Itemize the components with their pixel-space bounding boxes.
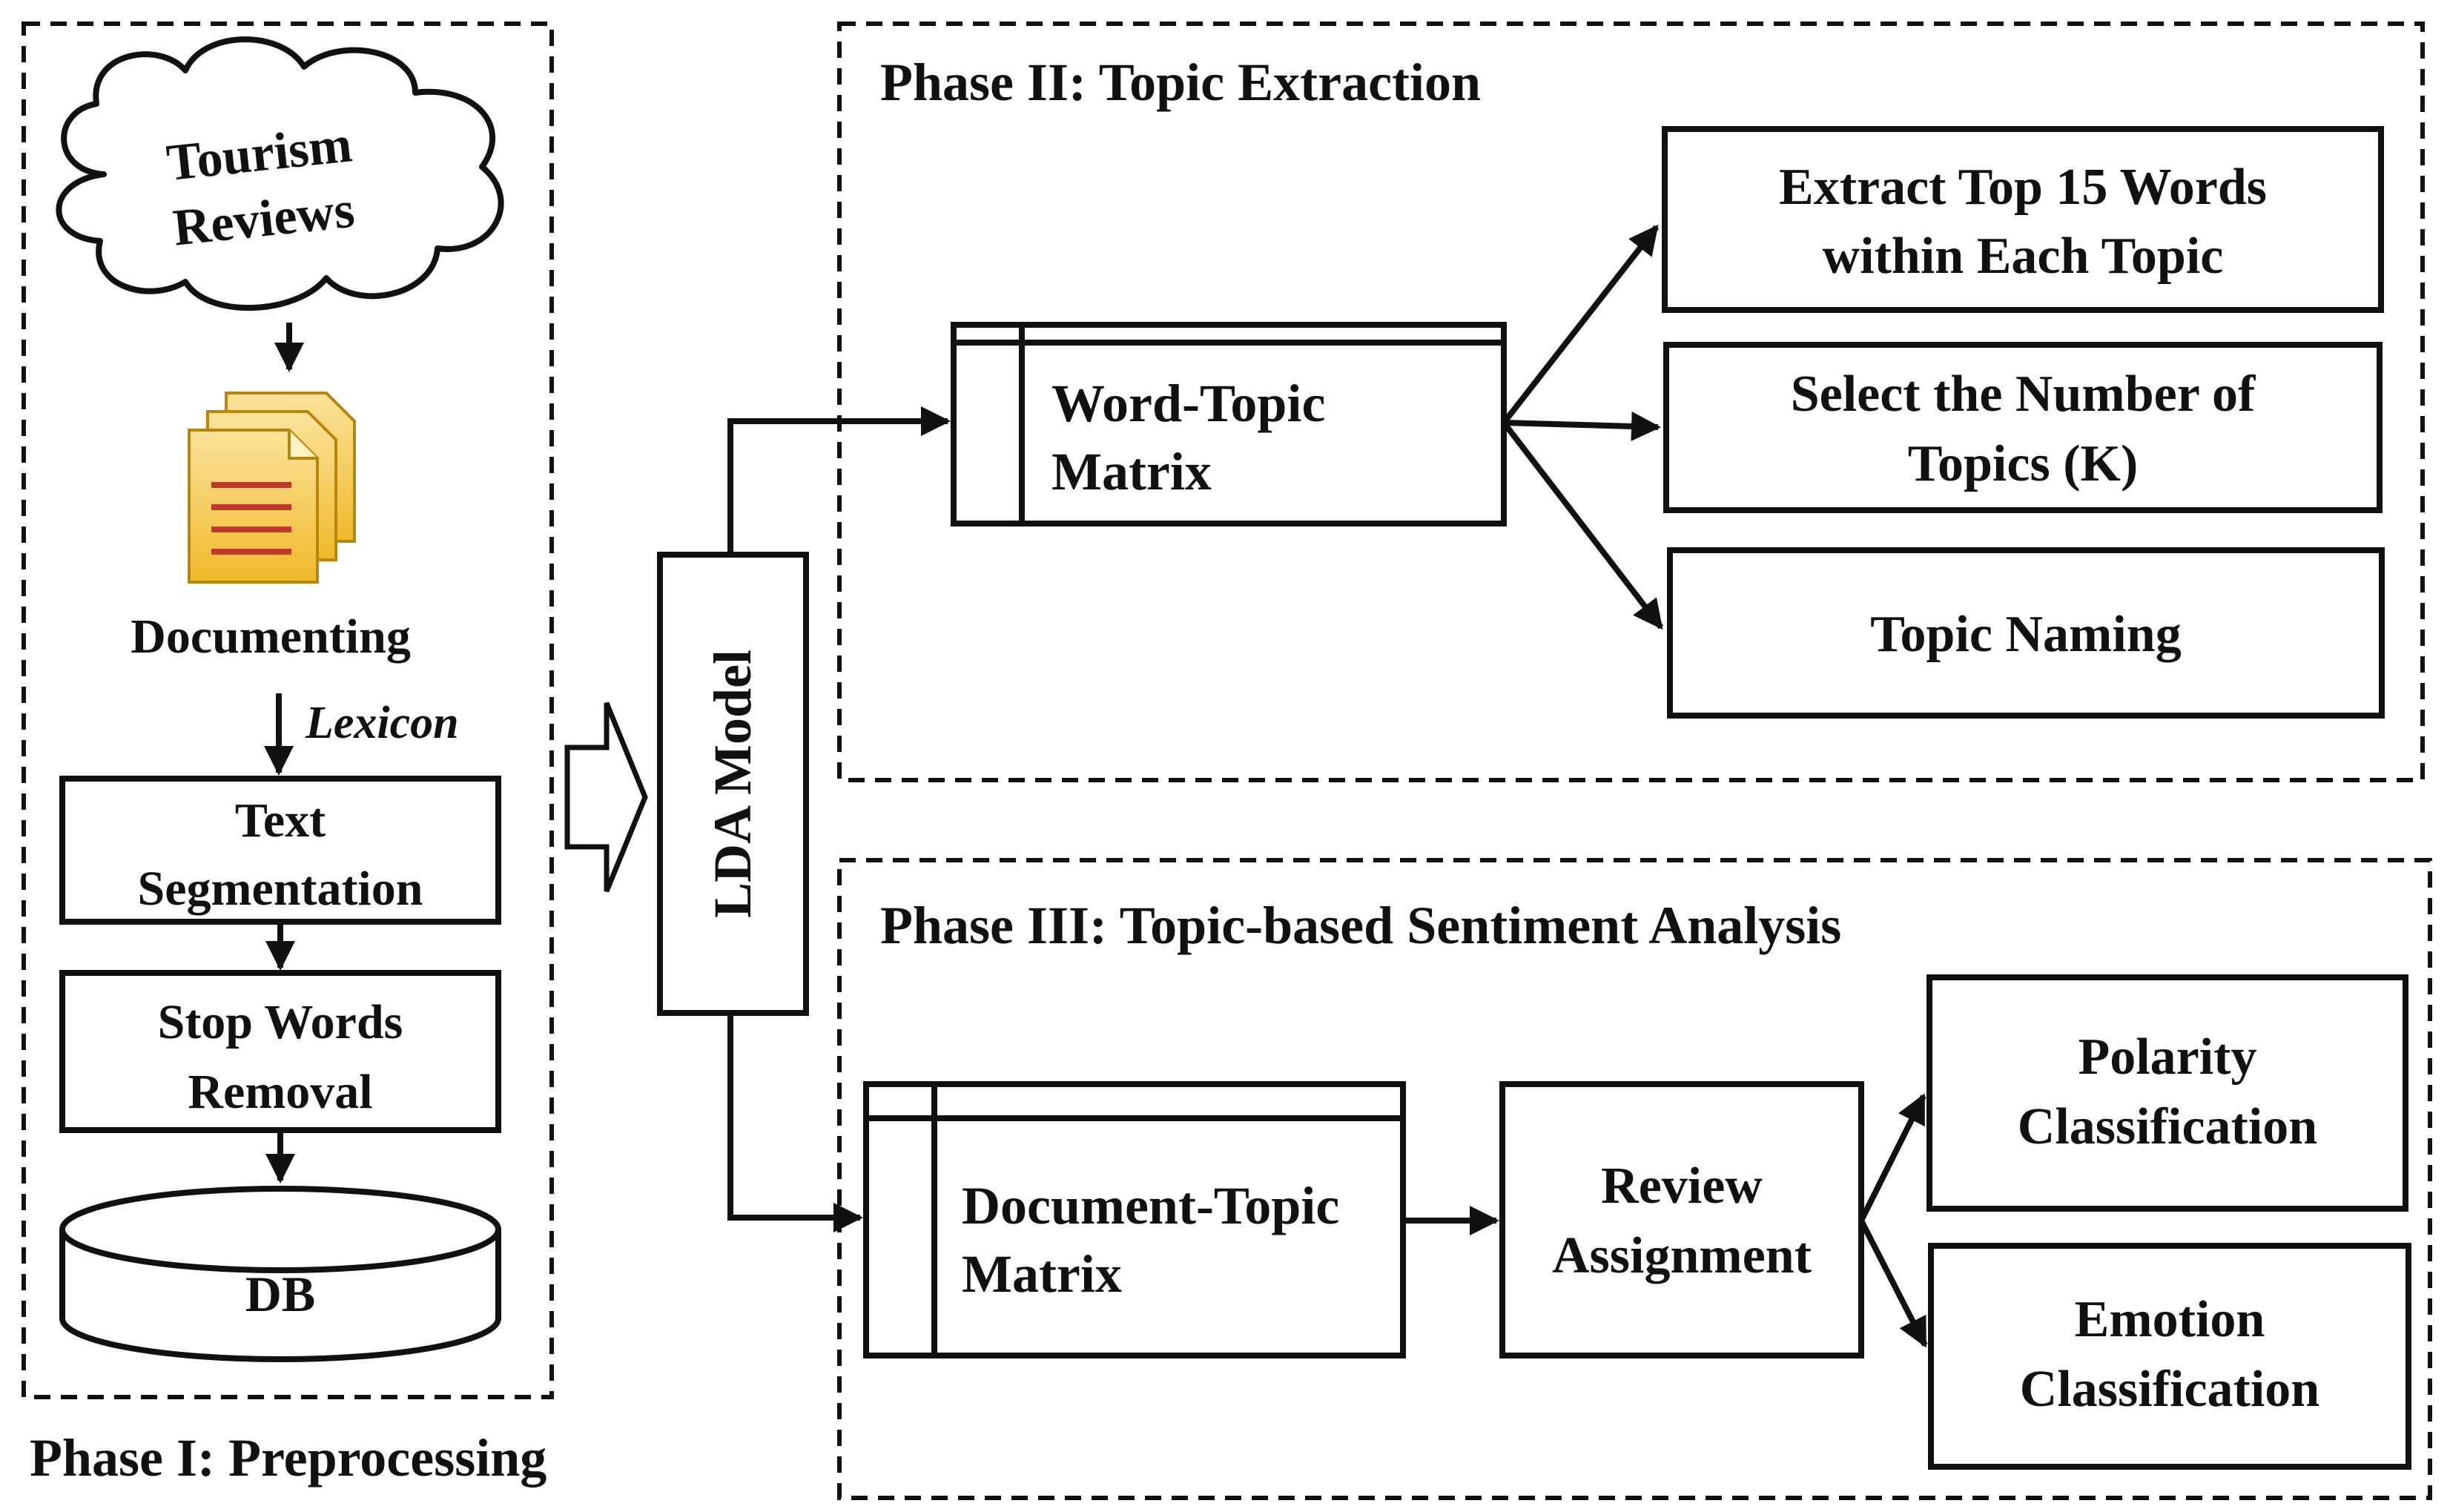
- db-label: DB: [245, 1266, 315, 1322]
- arrow-to-select: [1503, 411, 1661, 441]
- word-topic-line2: Matrix: [1051, 442, 1212, 501]
- stop-words-removal-box: [59, 970, 501, 1133]
- cloud-shape-icon: [56, 36, 504, 311]
- extract-top-words-box: [1662, 126, 2384, 313]
- phase2-title: Phase II: Topic Extraction: [880, 53, 1481, 112]
- phase1-container: [22, 22, 554, 1399]
- document-topic-line1: Document-Topic: [962, 1176, 1339, 1235]
- review-assignment-box: [1499, 1081, 1864, 1359]
- arrow-to-polarity: [1858, 1093, 1926, 1222]
- text-segmentation-box: [59, 776, 501, 925]
- phase2-container: [837, 22, 2425, 782]
- word-topic-line1: Word-Topic: [1051, 374, 1325, 433]
- stop-words-line1: Stop Words: [158, 995, 403, 1049]
- emotion-line2: Classification: [2020, 1361, 2319, 1418]
- review-line2: Assignment: [1552, 1227, 1812, 1284]
- text-segmentation-line2: Segmentation: [138, 862, 423, 916]
- arrow-to-naming: [1501, 420, 1664, 630]
- stacked-documents-icon: [188, 392, 356, 584]
- extract-line2: within Each Topic: [1823, 228, 2224, 285]
- arrow-lda-to-document-topic: [727, 1013, 863, 1232]
- topic-naming-label: Topic Naming: [1870, 606, 2181, 663]
- hollow-right-arrow-icon: [564, 701, 648, 893]
- emotion-line1: Emotion: [2075, 1291, 2265, 1348]
- word-topic-matrix: Word-Topic Matrix: [951, 322, 1507, 526]
- polarity-line2: Classification: [2018, 1098, 2317, 1155]
- document-topic-line2: Matrix: [962, 1244, 1122, 1304]
- phase3-container: [837, 858, 2432, 1500]
- polarity-classification-box: [1926, 974, 2408, 1212]
- text-segmentation-line1: Text: [235, 793, 326, 848]
- arrow-lda-to-word-topic: [727, 406, 951, 555]
- select-number-topics-box: [1663, 342, 2383, 513]
- phase3-title: Phase III: Topic-based Sentiment Analysi…: [880, 896, 1841, 955]
- select-line2: Topics (K): [1908, 435, 2139, 492]
- cylinder-database-icon: DB: [59, 1186, 501, 1362]
- arrow-to-extract: [1501, 224, 1660, 425]
- document-topic-matrix: Document-Topic Matrix: [863, 1081, 1406, 1359]
- emotion-classification-box: [1928, 1243, 2411, 1470]
- stop-words-line2: Removal: [188, 1065, 372, 1119]
- arrow-to-emotion: [1858, 1219, 1928, 1348]
- phase1-title: Phase I: Preprocessing: [30, 1428, 547, 1488]
- documenting-label: Documenting: [131, 610, 411, 664]
- extract-line1: Extract Top 15 Words: [1779, 159, 2267, 216]
- tourism-reviews-cloud: Tourism Reviews: [56, 36, 504, 311]
- select-line1: Select the Number of: [1791, 366, 2256, 423]
- review-line1: Review: [1601, 1158, 1763, 1215]
- polarity-line1: Polarity: [2078, 1029, 2256, 1086]
- topic-naming-box: [1667, 547, 2385, 719]
- lda-model-label: LDA Model: [703, 650, 762, 918]
- lexicon-label: Lexicon: [305, 698, 459, 748]
